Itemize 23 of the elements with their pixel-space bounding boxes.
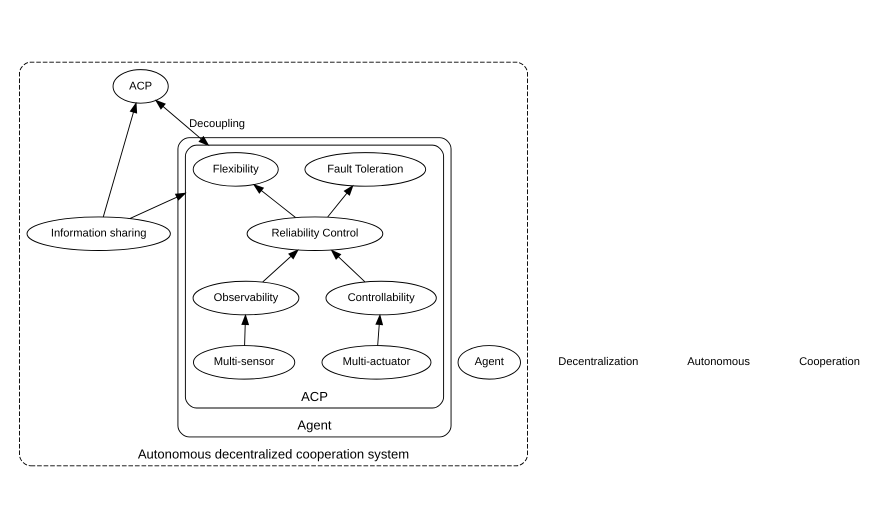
- arrow: [154, 98, 210, 146]
- node-ellipse: Controllability: [326, 280, 437, 315]
- arrow: [130, 192, 187, 218]
- arrow: [241, 313, 250, 346]
- arrow: [102, 101, 138, 217]
- arrow: [375, 313, 384, 346]
- label: Cooperation: [799, 356, 860, 368]
- node-ellipse: ACP: [112, 68, 169, 104]
- node-ellipse: Multi-actuator: [322, 344, 432, 380]
- arrow: [262, 248, 299, 282]
- arrow: [327, 184, 354, 217]
- node-ellipse: Multi-sensor: [193, 344, 296, 380]
- node-ellipse: Reliability Control: [246, 216, 384, 250]
- node-ellipse: Observability: [192, 280, 300, 315]
- arrow: [252, 183, 296, 218]
- edge-label: Decoupling: [189, 118, 246, 130]
- arrow: [330, 248, 366, 282]
- node-ellipse: Information sharing: [26, 216, 171, 250]
- label: Autonomous: [687, 356, 750, 368]
- node-ellipse: Fault Toleration: [304, 152, 426, 186]
- label: Decentralization: [558, 356, 638, 368]
- node-ellipse: Agent: [458, 344, 521, 380]
- node-ellipse: Flexibility: [192, 152, 279, 186]
